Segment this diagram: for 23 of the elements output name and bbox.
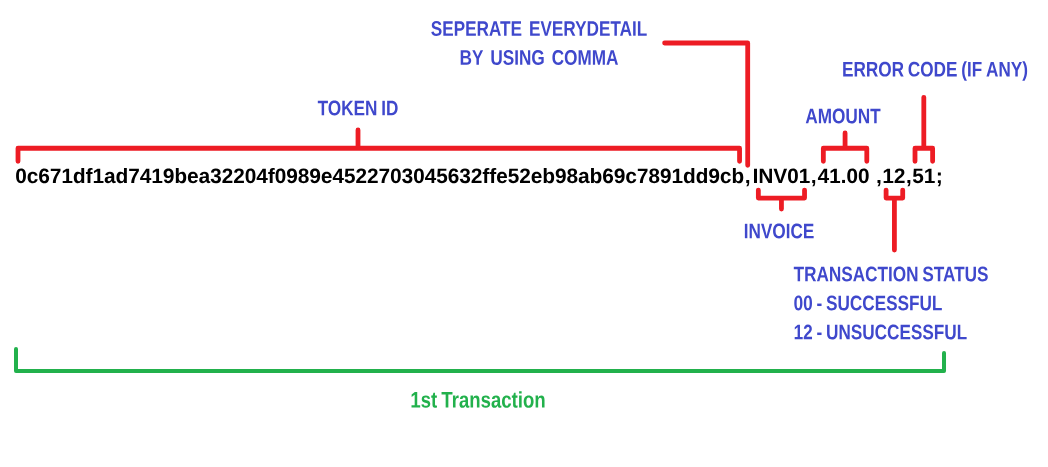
annotation-label: AMOUNT <box>805 108 881 124</box>
invoice-number: INV01 <box>754 168 810 184</box>
error-code: 51 <box>912 168 935 184</box>
annotation-label: TRANSACTION STATUS 00 - SUCCESSFUL 12 - UNSUCCESSFUL <box>793 266 988 340</box>
hex-string: 0c671df1ad7419bea32204f0989e4522703045632ffe52eb98ab69c7891dd9cb <box>16 167 744 184</box>
annotation-label: TOKEN ID <box>317 100 398 116</box>
annotation-label: INVOICE <box>744 223 814 239</box>
semicolon: ; <box>937 172 941 187</box>
bracket-leader <box>820 130 870 164</box>
amount-value: 41.00 <box>817 168 869 184</box>
bracket-leader <box>755 187 807 212</box>
bracket-leader <box>15 127 742 164</box>
status-code: 12 <box>883 168 905 183</box>
leader-line <box>662 40 751 168</box>
comma: , <box>812 179 816 187</box>
bracket-leader <box>912 94 935 164</box>
comma: , <box>907 179 911 187</box>
bracket-leader <box>883 187 906 253</box>
annotation-label: SEPERATE EVERYDETAIL BY USING COMMA <box>431 21 647 65</box>
comma: , <box>746 179 750 187</box>
comma: , <box>877 179 881 187</box>
annotation-label: ERROR CODE (IF ANY) <box>843 61 1028 81</box>
bracket-label: 1st Transaction <box>411 391 545 408</box>
